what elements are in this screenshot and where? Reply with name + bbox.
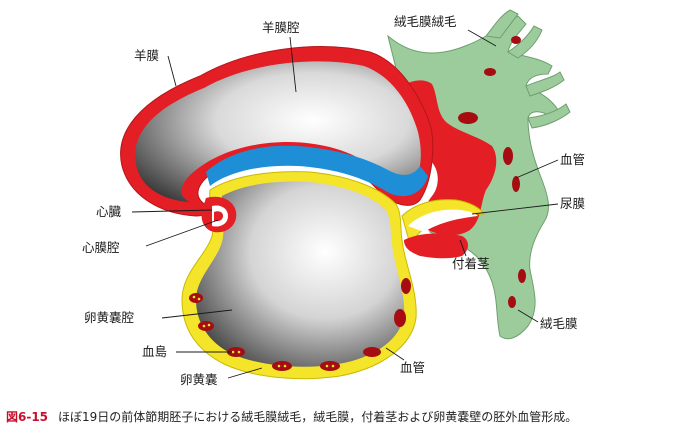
diagram-labels: 絨毛膜絨毛 羊膜腔 羊膜 心臓 心膜腔 血管 尿膜 付着茎 卵黄嚢腔 絨毛膜 血… — [82, 14, 585, 387]
leader-chorion — [517, 309, 539, 323]
blood-vessel-dot — [484, 68, 496, 76]
leader-amnion — [167, 55, 177, 87]
leader-blood-vessel-lower — [385, 347, 405, 361]
figure-number: 図6-15 — [6, 410, 49, 424]
leader-connecting-stalk — [459, 239, 467, 257]
blood-island-spot — [272, 361, 292, 371]
label-chorion: 絨毛膜 — [540, 316, 578, 331]
blood-island-spot — [401, 278, 411, 294]
label-blood-vessel-lower: 血管 — [400, 360, 425, 375]
blood-islands — [189, 278, 411, 371]
label-connecting-stalk: 付着茎 — [452, 256, 490, 271]
amniotic-cavity-shape — [135, 61, 421, 202]
blood-island-spot — [320, 361, 340, 371]
blood-island-spot — [363, 347, 381, 357]
blood-island-spot — [198, 321, 214, 331]
caption-text: ほぼ19日の前体節期胚子における絨毛膜絨毛，絨毛膜，付着茎および卵黄嚢壁の胚外血… — [58, 410, 578, 424]
label-allantois: 尿膜 — [560, 196, 585, 211]
leader-chorionic-villi — [467, 29, 497, 47]
blood-island-spot — [189, 293, 203, 303]
leader-amniotic-cavity — [289, 36, 297, 93]
blood-island-spot — [227, 347, 245, 357]
blood-island-spot — [394, 309, 406, 327]
ectoderm-shape — [206, 145, 428, 197]
leader-yolk-sac-cavity — [161, 309, 233, 319]
blood-vessel-dot — [458, 112, 478, 124]
blood-vessel-dot — [518, 269, 526, 283]
heart-shape — [201, 196, 237, 233]
label-chorionic-villi: 絨毛膜絨毛 — [394, 14, 457, 29]
label-blood-island: 血島 — [142, 344, 167, 359]
label-yolk-sac-cavity: 卵黄嚢腔 — [84, 310, 134, 325]
blood-vessel-dot — [512, 176, 520, 192]
allantois-shape — [401, 199, 485, 246]
yolk-sac-cavity-shape — [196, 181, 405, 367]
blood-vessel-dot — [508, 296, 516, 308]
label-heart: 心臓 — [96, 204, 122, 219]
label-yolk-sac: 卵黄嚢 — [180, 372, 218, 387]
connecting-stalk-shape — [404, 233, 468, 259]
blood-vessel-dot — [511, 36, 521, 44]
leader-yolk-sac — [227, 367, 263, 379]
label-amniotic-cavity: 羊膜腔 — [262, 20, 300, 35]
label-amnion: 羊膜 — [134, 48, 159, 63]
embryo-diagram: 絨毛膜絨毛 羊膜腔 羊膜 心臓 心膜腔 血管 尿膜 付着茎 卵黄嚢腔 絨毛膜 血… — [82, 9, 585, 387]
leader-blood-vessel-upper — [515, 159, 559, 179]
leader-allantois — [471, 203, 559, 215]
figure-caption: 図6-15 ほぼ19日の前体節期胚子における絨毛膜絨毛，絨毛膜，付着茎および卵黄嚢… — [6, 408, 678, 425]
leader-pericardial-cavity — [145, 219, 219, 247]
label-blood-vessel-upper: 血管 — [560, 152, 585, 167]
blood-vessel-dot — [503, 147, 513, 165]
leader-heart — [131, 209, 213, 213]
label-pericardial-cavity: 心膜腔 — [82, 240, 120, 255]
